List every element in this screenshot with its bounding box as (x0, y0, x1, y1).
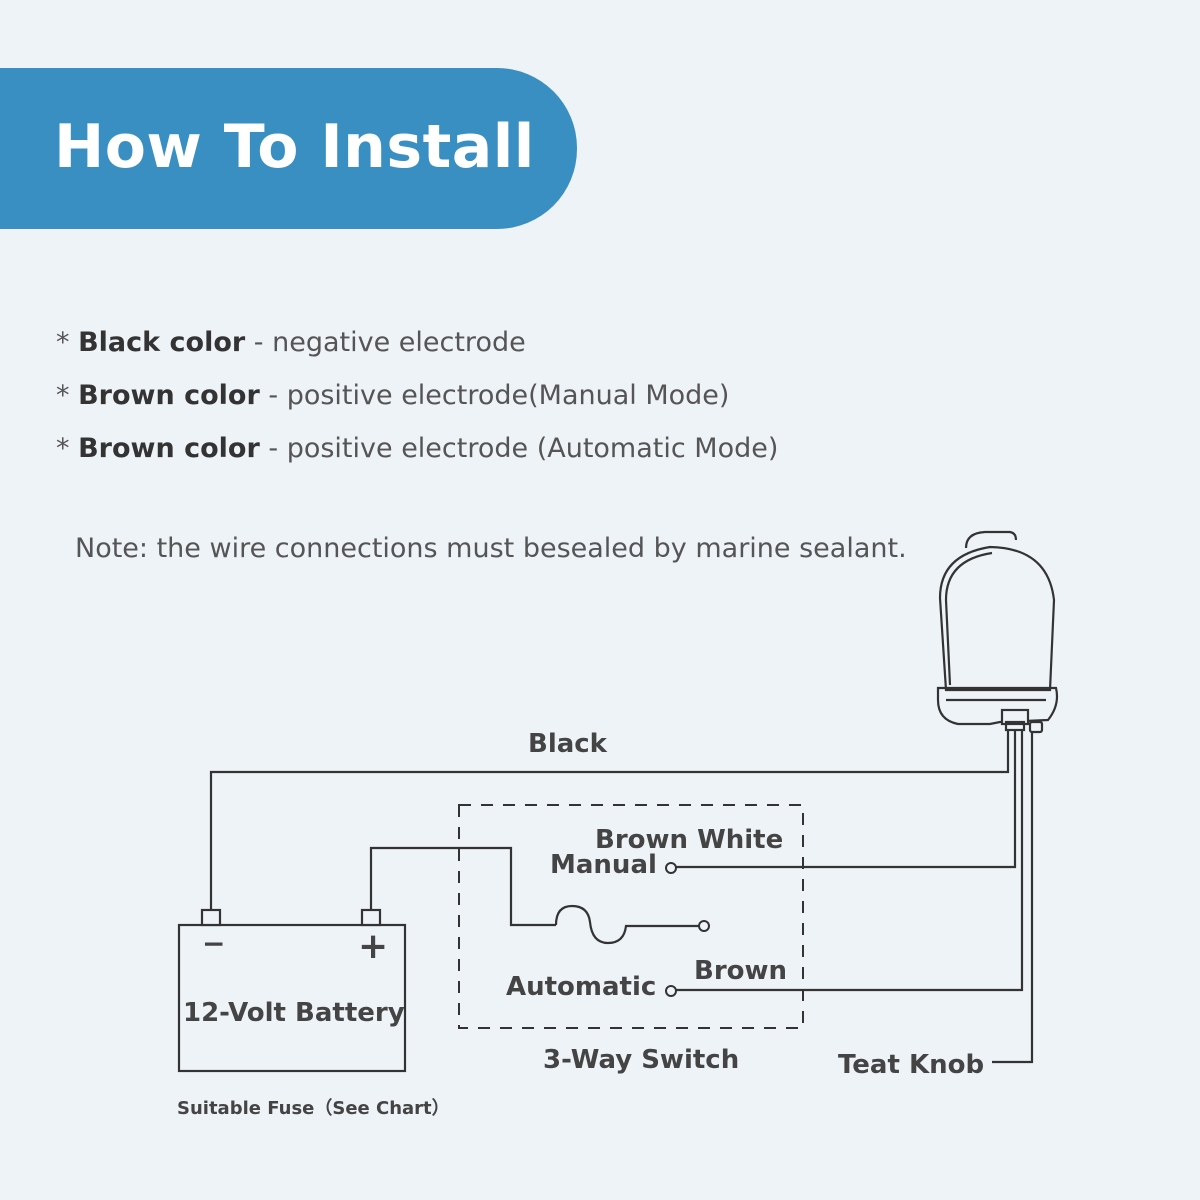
brown-wire (676, 730, 1024, 992)
terminal-automatic (665, 985, 677, 997)
teat-knob-wire (992, 732, 1034, 1064)
terminal-common (698, 920, 710, 932)
legend-description: positive electrode (Automatic Mode) (286, 433, 779, 464)
legend-bullet: * (56, 433, 70, 464)
pump-wire-outlet (1000, 708, 1030, 726)
switch-enclosure (458, 804, 804, 1029)
label-black-wire: Black (528, 729, 608, 759)
wires (209, 730, 1034, 1064)
label-automatic-mode: Automatic (506, 972, 656, 1002)
legend-bullet: * (56, 327, 70, 358)
pump-top-nub (964, 530, 1018, 549)
label-suitable-fuse: Suitable Fuse（See Chart） (177, 1098, 450, 1119)
positive-wire (369, 846, 556, 927)
legend-key: Black color (78, 327, 246, 358)
legend-bullet: * (56, 380, 70, 411)
battery (177, 908, 407, 1073)
legend-key: Brown color (78, 433, 260, 464)
label-three-way-switch: 3-Way Switch (543, 1045, 739, 1075)
label-battery-positive: + (358, 926, 388, 967)
wire-color-legend: * Black color - negative electrode * Bro… (56, 322, 778, 481)
bilge-pump-illustration (936, 530, 1059, 734)
legend-item-brown-manual: * Brown color - positive electrode(Manua… (56, 375, 778, 428)
legend-separator: - (245, 327, 273, 358)
label-battery: 12-Volt Battery (183, 998, 405, 1028)
title-banner (0, 68, 577, 229)
label-manual-mode: Manual (550, 850, 657, 880)
terminal-manual (665, 862, 677, 874)
legend-item-brown-automatic: * Brown color - positive electrode (Auto… (56, 428, 778, 481)
pump-side-nub (1028, 720, 1044, 734)
sealant-note: Note: the wire connections must besealed… (75, 533, 907, 564)
pump-body-inner (944, 551, 993, 686)
legend-separator: - (259, 380, 287, 411)
battery-positive-post (360, 908, 382, 927)
pump-body (938, 545, 1056, 692)
label-brown-white-wire: Brown White (595, 825, 783, 855)
label-battery-negative: − (202, 927, 225, 960)
legend-description: negative electrode (272, 327, 526, 358)
label-teat-knob: Teat Knob (838, 1050, 984, 1080)
battery-body (177, 923, 407, 1073)
battery-negative-post (200, 908, 222, 927)
fuse-symbol (554, 904, 699, 945)
pump-base (936, 686, 1059, 726)
legend-separator: - (259, 433, 287, 464)
page-title: How To Install (54, 112, 535, 182)
legend-description: positive electrode(Manual Mode) (286, 380, 730, 411)
brown-white-wire (676, 730, 1017, 869)
legend-item-black: * Black color - negative electrode (56, 322, 778, 375)
black-wire (209, 730, 1010, 911)
label-brown-wire: Brown (694, 956, 787, 986)
legend-key: Brown color (78, 380, 260, 411)
